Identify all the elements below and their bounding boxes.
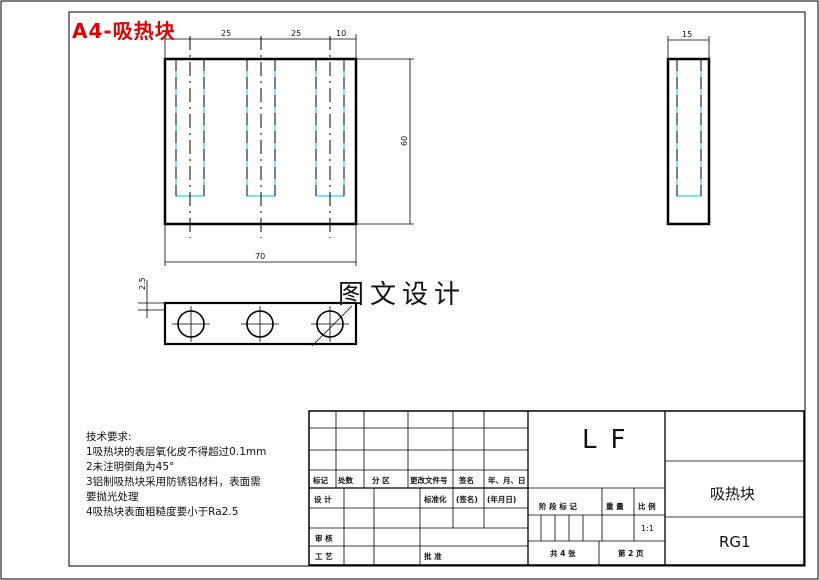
tech-heading: 技术要求: (86, 431, 132, 443)
top-dimensions (164, 34, 357, 59)
title-block-grid (308, 410, 805, 566)
sheets-total: 共 4 张 (550, 549, 576, 558)
tech-item: 1吸热块的表层氧化皮不得超过0.1mm (86, 446, 267, 458)
label-sign-paren: (签名) (456, 495, 478, 504)
dim-top-3: 10 (336, 29, 346, 38)
sheet-title: A4-吸热块 (72, 19, 176, 43)
dim-top-2: 25 (291, 29, 301, 38)
tech-item: 要抛光处理 (86, 491, 139, 503)
drawing-number: RG1 (719, 533, 751, 551)
label-date: 年、月、日 (488, 476, 526, 485)
tech-item: 3铝制吸热块采用防锈铝材料，表面需 (86, 476, 261, 488)
tech-item: 2未注明倒角为45° (86, 461, 175, 473)
dim-hole-offset: 2.5 (138, 277, 147, 290)
label-review: 审 核 (315, 534, 333, 543)
label-scale: 比 例 (638, 502, 656, 511)
dim-width: 70 (255, 252, 265, 261)
dim-top-1: 25 (221, 29, 231, 38)
dim-height: 60 (400, 136, 409, 146)
technical-requirements: 技术要求: 1吸热块的表层氧化皮不得超过0.1mm 2未注明倒角为45° 3铝制… (86, 430, 266, 520)
tech-item: 4吸热块表面粗糙度要小于Ra2.5 (86, 506, 239, 518)
dim-side-width: 15 (682, 30, 692, 39)
label-sign: 签名 (459, 476, 474, 485)
company-code: LF (582, 425, 640, 455)
height-dimension (356, 58, 414, 225)
front-view (163, 36, 358, 238)
top-view (138, 280, 358, 347)
inner-border (68, 11, 806, 567)
label-date-paren: (年月日) (487, 495, 517, 504)
scale-value: 1:1 (641, 524, 654, 533)
label-stage-mark: 阶 段 标 记 (539, 502, 577, 511)
label-weight: 重 量 (606, 502, 624, 511)
label-standardize: 标准化 (424, 495, 447, 504)
label-zone: 分 区 (372, 476, 390, 485)
label-count: 处数 (338, 476, 353, 485)
watermark-text: 图文设计 (338, 280, 467, 310)
label-process: 工 艺 (315, 552, 333, 561)
width-dimension (164, 224, 357, 266)
part-name: 吸热块 (710, 485, 756, 503)
sheet-number: 第 2 页 (618, 549, 644, 558)
label-design: 设 计 (314, 495, 332, 504)
side-view (666, 36, 711, 226)
label-change-doc: 更改文件号 (410, 476, 448, 485)
label-approve: 批 准 (424, 552, 442, 561)
label-mark: 标记 (313, 476, 328, 485)
